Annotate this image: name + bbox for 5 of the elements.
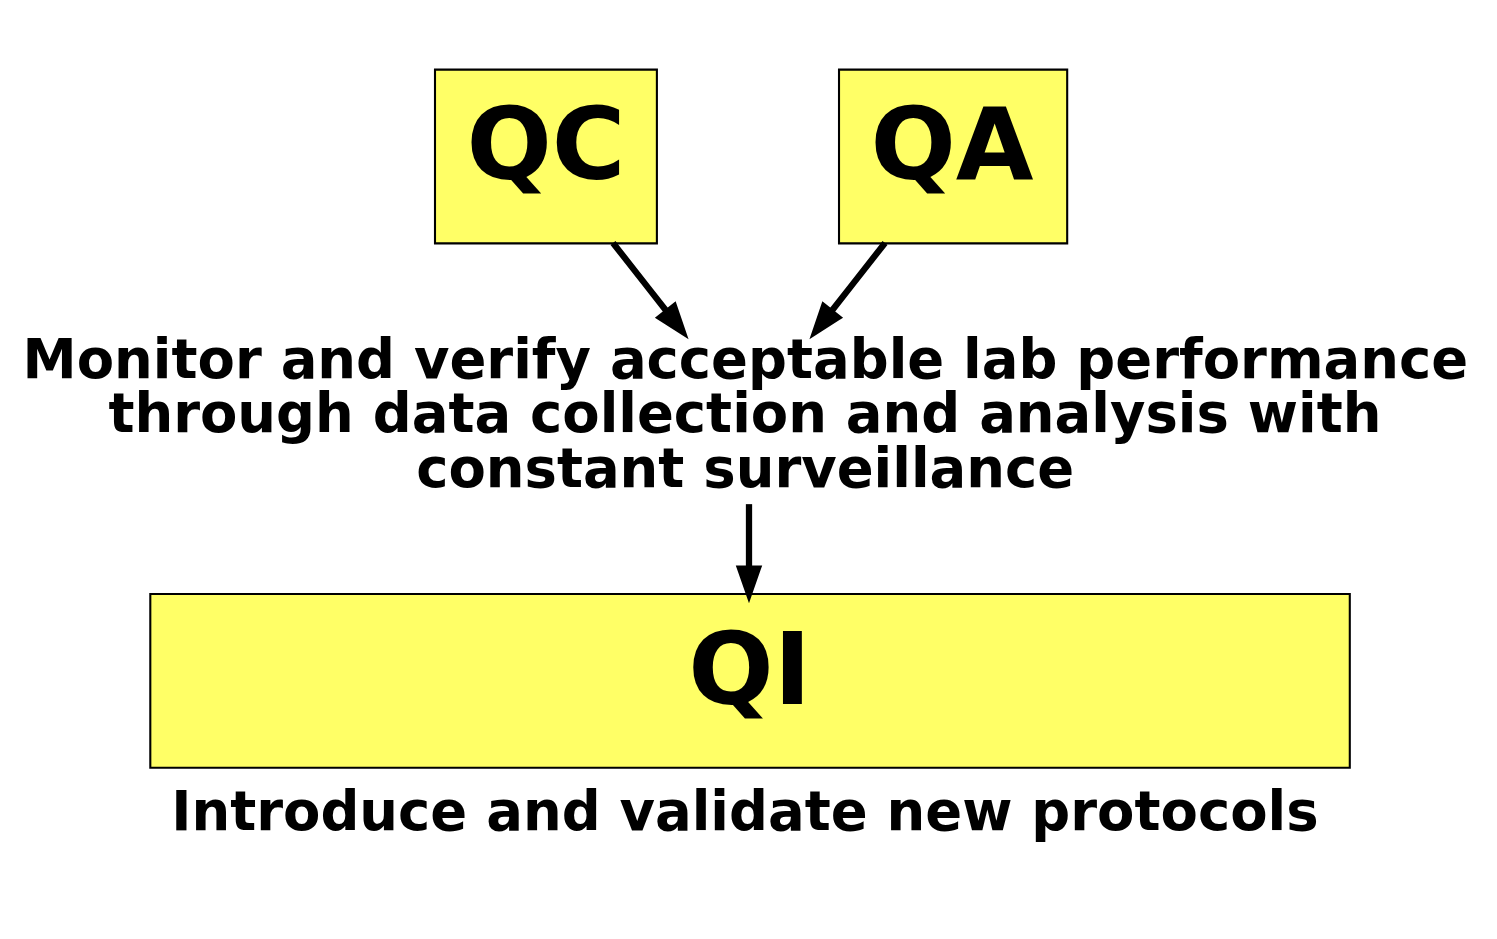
arrow	[735, 504, 762, 604]
node-label: Introduce and validate new protocols	[170, 779, 1319, 844]
arrow	[610, 241, 689, 340]
arrow	[808, 241, 887, 340]
node-text: Monitor and verify acceptable lab performance through data collection and analysis with constant surveillance	[22, 327, 1468, 500]
